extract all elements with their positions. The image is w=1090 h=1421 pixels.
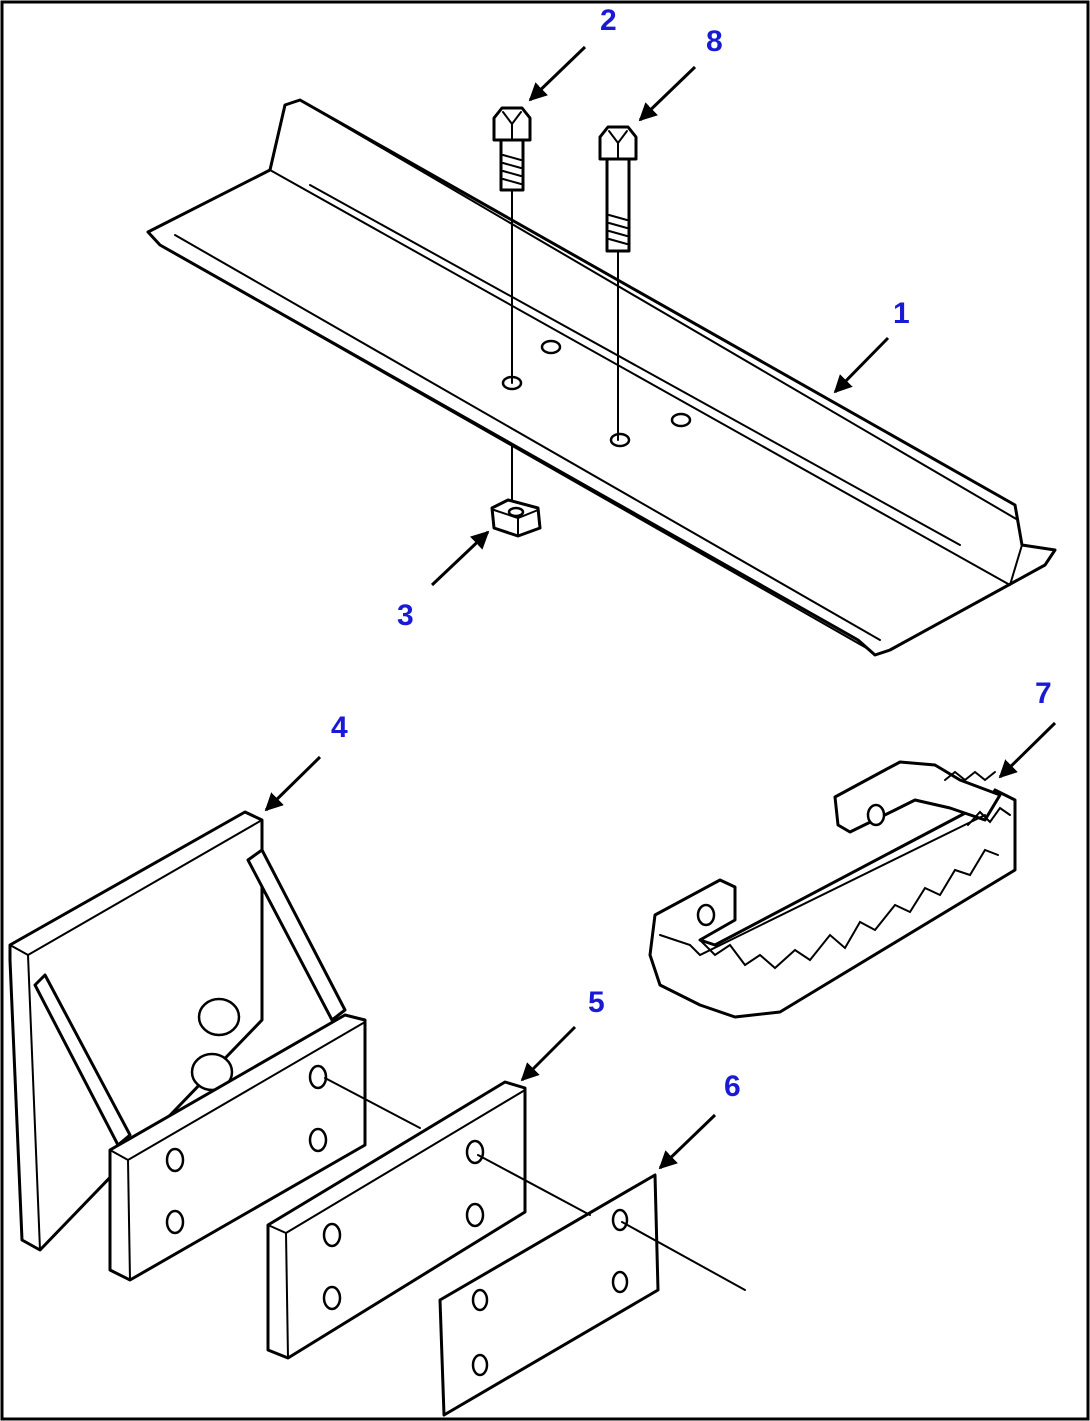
part-6-shim-plate	[438, 1173, 660, 1417]
callout-4: 4	[331, 711, 348, 744]
callout-3: 3	[397, 599, 414, 632]
leader-3	[430, 530, 490, 587]
rail-hole	[609, 432, 631, 448]
part-1-channel-rail	[146, 98, 1057, 657]
callout-8: 8	[706, 25, 723, 58]
part-8-bolt-long	[598, 125, 638, 441]
leader-1	[833, 336, 890, 394]
callout-7: 7	[1035, 677, 1052, 710]
leader-6	[658, 1113, 717, 1170]
leader-arrows	[264, 45, 1057, 1170]
callout-2: 2	[600, 4, 617, 37]
callout-6: 6	[724, 1070, 741, 1103]
callout-labels: 2 8 1 3 4 7 5 6	[331, 4, 1052, 1103]
part-7-serrated-step	[648, 760, 1017, 1019]
leader-7	[998, 721, 1057, 779]
leader-2	[528, 45, 587, 102]
part-2-bolt-short	[492, 106, 532, 506]
leader-5	[520, 1025, 577, 1082]
part-4-bracket	[8, 810, 367, 1282]
part-3-nut	[490, 498, 542, 538]
rail-hole	[670, 412, 692, 428]
callout-1: 1	[893, 297, 910, 330]
rail-hole	[540, 339, 562, 355]
leader-8	[638, 65, 697, 122]
alignment-lines	[324, 1077, 746, 1291]
part-5-spacer-plate	[266, 1080, 527, 1360]
leader-4	[264, 755, 322, 812]
callout-5: 5	[588, 986, 605, 1019]
